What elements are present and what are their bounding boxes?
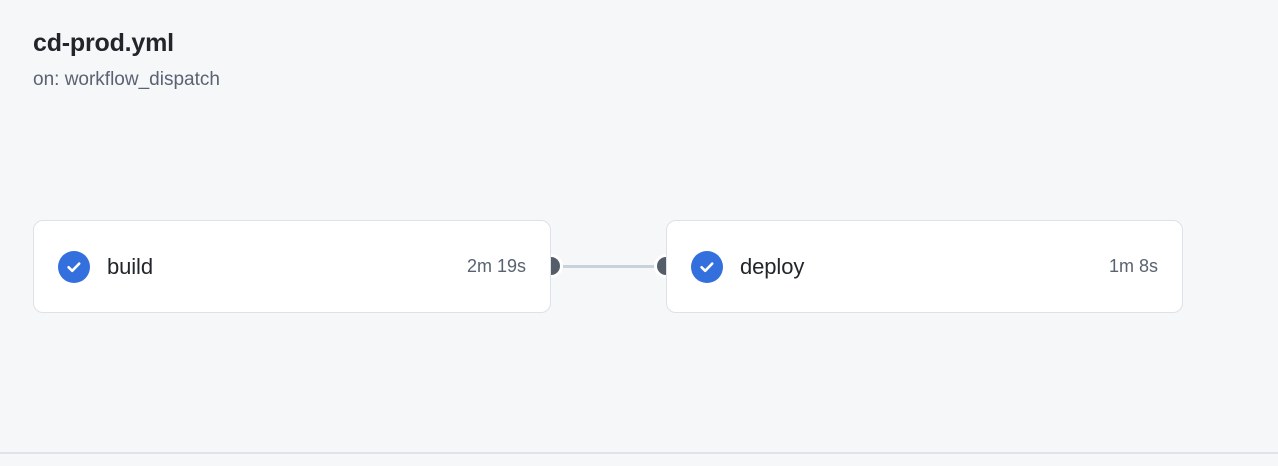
job-node-label-deploy: deploy	[740, 253, 805, 279]
job-node-label-build: build	[107, 253, 153, 279]
job-node-duration-deploy: 1m 8s	[1108, 256, 1158, 276]
job-node-duration-build: 2m 19s	[466, 256, 526, 276]
job-node-build[interactable]: build 2m 19s	[33, 220, 551, 313]
workflow-header: cd-prod.yml on: workflow_dispatch	[33, 28, 220, 92]
workflow-trigger-label: on: workflow_dispatch	[33, 69, 220, 90]
bottom-divider	[0, 452, 1278, 454]
edge-build-to-deploy	[551, 265, 666, 268]
job-node-deploy[interactable]: deploy 1m 8s	[666, 220, 1183, 313]
page-title: cd-prod.yml	[33, 29, 174, 57]
workflow-graph-canvas[interactable]: build 2m 19s deploy 1m 8s	[0, 0, 1278, 452]
footer-strip	[0, 454, 1278, 466]
check-circle-icon	[691, 250, 723, 283]
check-circle-icon	[58, 250, 90, 283]
